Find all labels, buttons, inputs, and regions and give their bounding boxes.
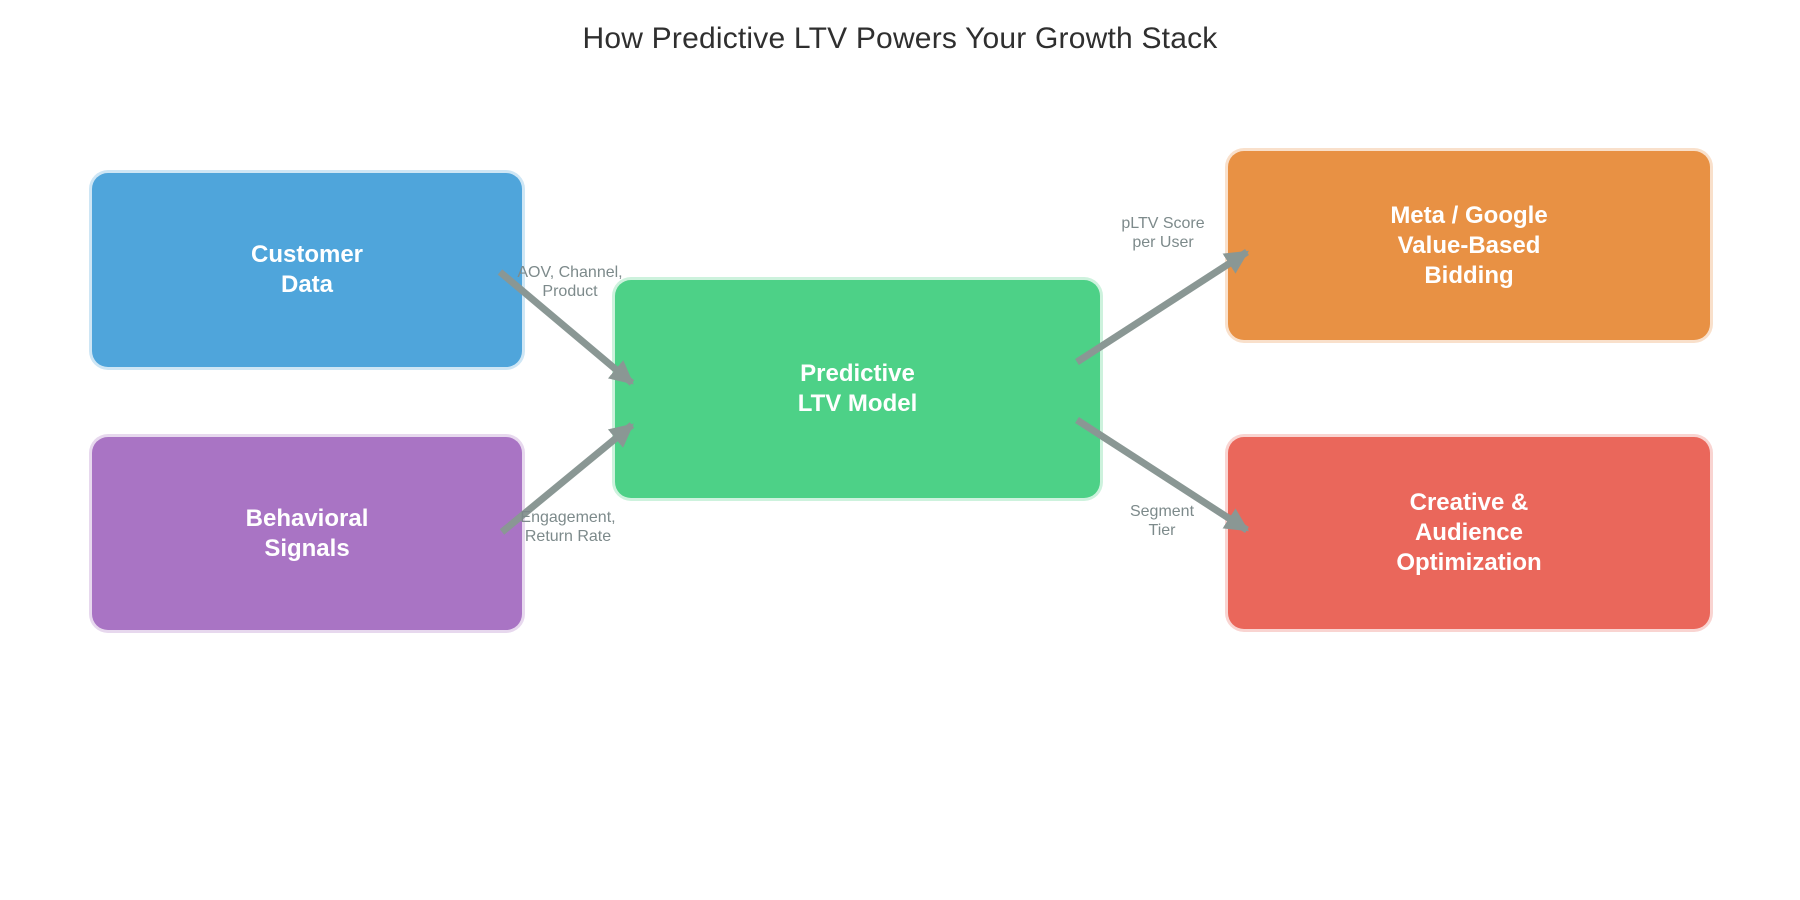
node-predictive-ltv-model: Predictive LTV Model	[615, 280, 1100, 498]
edge-label-aov-channel-product: AOV, Channel, Product	[517, 263, 623, 300]
node-behavioral-signals-label: Behavioral Signals	[245, 504, 369, 562]
edge-label-segment-tier: Segment Tier	[1129, 502, 1195, 539]
diagram-title: How Predictive LTV Powers Your Growth St…	[582, 22, 1218, 55]
node-customer-data: Customer Data	[92, 173, 522, 367]
node-creative-audience: Creative & Audience Optimization	[1228, 437, 1710, 629]
node-predictive-ltv-model-label: Predictive LTV Model	[797, 360, 918, 417]
node-meta-google-bidding-label: Meta / Google Value-Based Bidding	[1390, 201, 1548, 289]
node-creative-audience-label: Creative & Audience Optimization	[1396, 489, 1542, 576]
node-customer-data-label: Customer Data	[250, 241, 364, 298]
edge-label-engagement-return-rate: Engagement, Return Rate	[520, 508, 616, 545]
node-meta-google-bidding: Meta / Google Value-Based Bidding	[1228, 151, 1710, 340]
node-behavioral-signals: Behavioral Signals	[92, 437, 522, 630]
edge-label-pltv-score-per-user: pLTV Score per User	[1121, 214, 1205, 251]
edge-model-to-meta-google-arrow	[1075, 249, 1249, 365]
